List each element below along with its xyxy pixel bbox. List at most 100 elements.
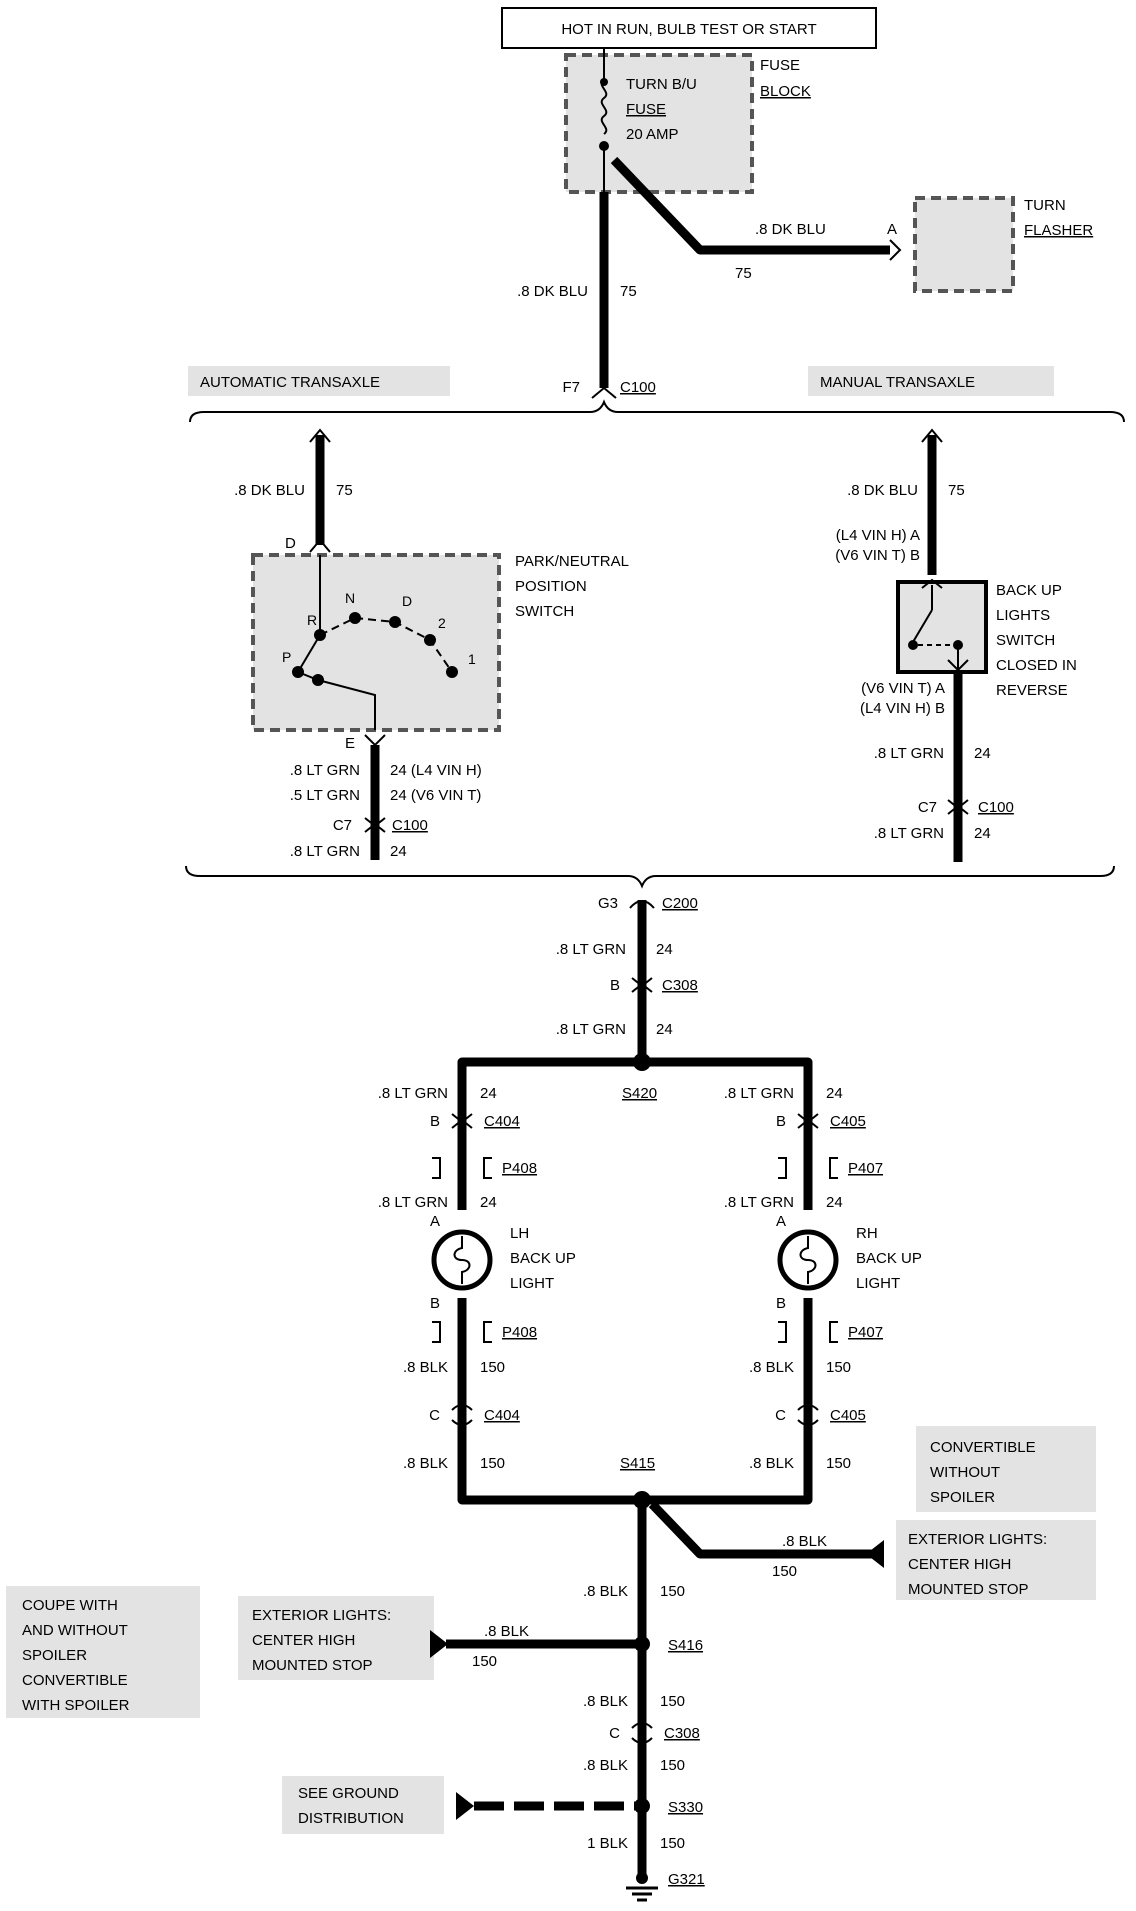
manual-pin-in-1: (L4 VIN H) A xyxy=(836,527,920,544)
chms-left-label-1: EXTERIOR LIGHTS: xyxy=(252,1607,391,1624)
coupe-note-3: SPOILER xyxy=(22,1647,87,1664)
auto-after-circuit: 24 xyxy=(390,843,407,860)
coupe-note-1: COUPE WITH xyxy=(22,1597,118,1614)
rh-lamp-label-1: RH xyxy=(856,1225,878,1242)
manual-after-circuit: 24 xyxy=(974,825,991,842)
gnd-b-circuit: 150 xyxy=(660,1693,685,1710)
lh-gnd-circuit: 150 xyxy=(480,1359,505,1376)
lh-gnd-size-2: .8 BLK xyxy=(403,1455,448,1472)
c308-pin-b: B xyxy=(610,977,620,994)
s420-label: S420 xyxy=(622,1085,657,1102)
conv-note-box xyxy=(916,1426,1096,1512)
fuse-block-label-1: FUSE xyxy=(760,57,800,74)
manual-after-size: .8 LT GRN xyxy=(874,825,944,842)
turn-flasher xyxy=(915,198,1013,291)
chms-left-label-2: CENTER HIGH xyxy=(252,1632,355,1649)
auto-pin-e: E xyxy=(345,735,355,752)
gnd-c-circuit: 150 xyxy=(660,1757,685,1774)
rh-pin-a: A xyxy=(776,1213,786,1230)
coupe-note-2: AND WITHOUT xyxy=(22,1622,128,1639)
rh-c405b: C405 xyxy=(830,1407,866,1424)
rh-c405-pin: B xyxy=(776,1113,786,1130)
lh-c404: C404 xyxy=(484,1113,520,1130)
manual-c100: C100 xyxy=(978,799,1014,816)
rh-lamp-label-3: LIGHT xyxy=(856,1275,900,1292)
rh-pin-b: B xyxy=(776,1295,786,1312)
fuse-name-2: FUSE xyxy=(626,101,666,118)
chms-right-box xyxy=(896,1520,1096,1600)
chms-left-size: .8 BLK xyxy=(484,1623,529,1640)
see-ground-1: SEE GROUND xyxy=(298,1785,399,1802)
trunk-circuit-2: 24 xyxy=(656,1021,673,1038)
auto-c100-pin: C7 xyxy=(333,817,352,834)
rh-c405: C405 xyxy=(830,1113,866,1130)
c200: C200 xyxy=(662,895,698,912)
c308-bottom: C308 xyxy=(664,1725,700,1742)
bu-switch-label-1: BACK UP xyxy=(996,582,1062,599)
chms-left-label-3: MOUNTED STOP xyxy=(252,1657,373,1674)
auto-out-size-1: .8 LT GRN xyxy=(290,762,360,779)
gnd-a-circuit: 150 xyxy=(660,1583,685,1600)
rh-gnd-circuit-2: 150 xyxy=(826,1455,851,1472)
lh-pin-a: A xyxy=(430,1213,440,1230)
gnd-d-circuit: 150 xyxy=(660,1835,685,1852)
lh-gnd-size: .8 BLK xyxy=(403,1359,448,1376)
hot-label-box xyxy=(501,7,877,49)
lh-lamp-label-3: LIGHT xyxy=(510,1275,554,1292)
rh-gnd-size: .8 BLK xyxy=(749,1359,794,1376)
auto-section-box xyxy=(188,366,450,396)
see-ground-box xyxy=(282,1776,444,1834)
pos-p: P xyxy=(282,649,291,665)
fuse-block-label-2: BLOCK xyxy=(760,83,811,100)
main-feed-pin: F7 xyxy=(562,379,580,396)
rh-mid-circuit: 24 xyxy=(826,1194,843,1211)
s416-splice xyxy=(634,1636,650,1652)
fuse-element xyxy=(600,79,608,135)
lh-lamp-label-1: LH xyxy=(510,1225,529,1242)
chms-left-box xyxy=(238,1596,434,1680)
fuse-name-1: TURN B/U xyxy=(626,76,697,93)
rh-top-circuit: 24 xyxy=(826,1085,843,1102)
pn-switch-label-3: SWITCH xyxy=(515,603,574,620)
auto-out-circuit-2: 24 (V6 VIN T) xyxy=(390,787,481,804)
pn-switch-label-1: PARK/NEUTRAL xyxy=(515,553,629,570)
manual-section-box xyxy=(808,366,1054,396)
s416-label: S416 xyxy=(668,1637,703,1654)
flasher-label-1: TURN xyxy=(1024,197,1066,214)
auto-pin-d: D xyxy=(285,535,296,552)
auto-feed-circuit: 75 xyxy=(336,482,353,499)
lh-p408-2: P408 xyxy=(502,1324,537,1341)
auto-out-size-2: .5 LT GRN xyxy=(290,787,360,804)
lamp-feed-bus xyxy=(457,1057,813,1098)
flasher-wire xyxy=(610,156,890,255)
lh-mid-size: .8 LT GRN xyxy=(378,1194,448,1211)
lh-top-circuit: 24 xyxy=(480,1085,497,1102)
lh-p408: P408 xyxy=(502,1160,537,1177)
gnd-d-size: 1 BLK xyxy=(587,1835,628,1852)
s330-splice xyxy=(634,1798,650,1814)
gnd-c-size: .8 BLK xyxy=(583,1757,628,1774)
manual-section-label: MANUAL TRANSAXLE xyxy=(820,374,975,391)
pos-n: N xyxy=(345,590,355,606)
rh-gnd-circuit: 150 xyxy=(826,1359,851,1376)
auto-feed-size: .8 DK BLU xyxy=(234,482,305,499)
rh-p407: P407 xyxy=(848,1160,883,1177)
chms-right-label-3: MOUNTED STOP xyxy=(908,1581,1029,1598)
coupe-note-4: CONVERTIBLE xyxy=(22,1672,128,1689)
c308-top: C308 xyxy=(662,977,698,994)
manual-pin-in-2: (V6 VIN T) B xyxy=(835,547,920,564)
gnd-b-size: .8 BLK xyxy=(583,1693,628,1710)
auto-after-size: .8 LT GRN xyxy=(290,843,360,860)
bu-switch-label-2: LIGHTS xyxy=(996,607,1050,624)
main-feed-connector: C100 xyxy=(620,379,656,396)
c308-pin-c: C xyxy=(609,1725,620,1742)
chms-right-label-2: CENTER HIGH xyxy=(908,1556,1011,1573)
coupe-note-5: WITH SPOILER xyxy=(22,1697,130,1714)
conv-note-1: CONVERTIBLE xyxy=(930,1439,1036,1456)
bottom-brace xyxy=(185,865,1115,889)
s330-label: S330 xyxy=(668,1799,703,1816)
main-feed-size: .8 DK BLU xyxy=(517,283,588,300)
conv-note-3: SPOILER xyxy=(930,1489,995,1506)
